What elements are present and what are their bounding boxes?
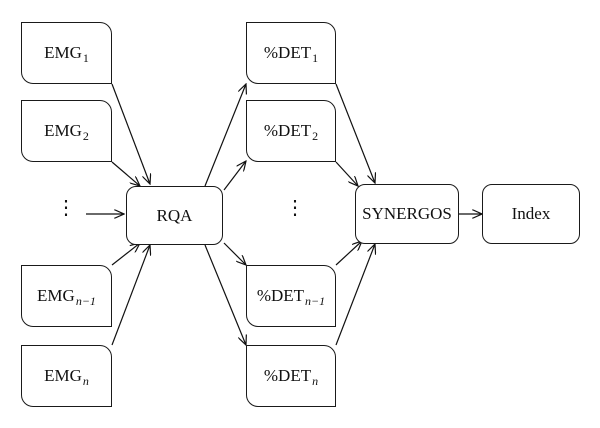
det-n-label: %DET [263,366,312,385]
arrow-det1-to-synergos [335,83,375,183]
arrow-detn-to-synergos [335,244,375,346]
det-n-subscript: n [312,373,319,388]
arrow-emgn-to-rqa [111,245,150,346]
emg-n-subscript: n [82,373,89,388]
arrow-rqa-to-det2 [223,161,246,191]
emg-2-subscript: 2 [82,128,89,143]
rqa-label: RQA [156,205,193,225]
det-2-subscript: 2 [312,128,319,143]
arrow-det2-to-synergos [335,161,358,186]
arrow-detn1-to-synergos [335,241,362,266]
arrow-rqa-to-detn1 [223,242,246,265]
synergos-box: SYNERGOS [355,184,459,244]
emg-n-minus-1-label: EMG [37,286,75,305]
emg-n-label: EMG [44,366,82,385]
det-1-label: %DET [263,43,312,62]
emg-1-label: EMG [44,43,82,62]
index-label: Index [511,204,551,223]
rqa-box: RQA [126,186,223,245]
det-n-minus-1-subscript: n−1 [305,293,326,308]
emg-1-subscript: 1 [82,50,89,65]
emg-2-label: EMG [44,121,82,140]
det-n-minus-1-label: %DET [256,286,305,305]
output-ellipsis: ⋮ [285,197,305,219]
arrow-emg1-to-rqa [111,83,150,184]
synergos-label: SYNERGOS [362,204,452,223]
det-1-subscript: 1 [312,50,319,65]
det-2-label: %DET [263,121,312,140]
index-box: Index [482,184,580,244]
emg-n-minus-1-subscript: n−1 [75,293,96,308]
arrow-rqa-to-det1 [204,84,246,187]
input-ellipsis: ⋮ [56,197,76,219]
arrow-emg2-to-rqa [111,161,140,186]
arrow-emgn1-to-rqa [111,243,140,266]
arrow-rqa-to-detn [204,244,246,345]
